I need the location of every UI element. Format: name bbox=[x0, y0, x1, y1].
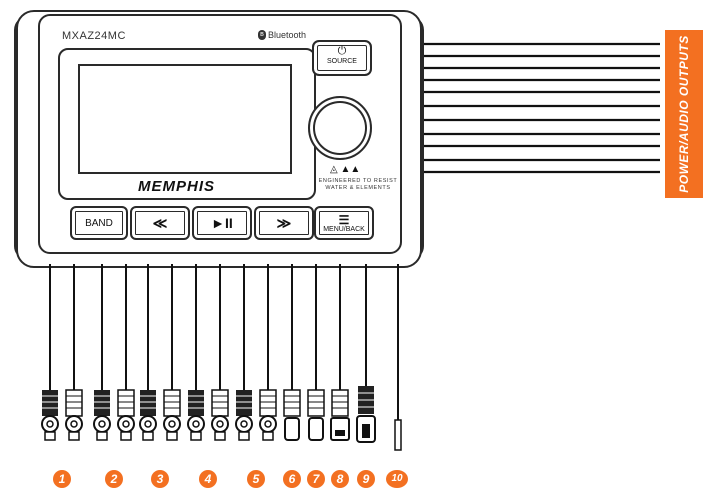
power-icon: ⏻ bbox=[337, 45, 347, 57]
fast-forward-icon: ≫ bbox=[276, 214, 292, 231]
connector-number-10: 10 bbox=[386, 470, 408, 488]
bluetooth-label: Bluetooth bbox=[268, 30, 307, 40]
connector-number-2: 2 bbox=[105, 470, 123, 488]
bluetooth-icon: ʙ bbox=[258, 30, 266, 40]
weather-resistant-icons: ◬ ▲▲ bbox=[330, 164, 360, 175]
source-button-label: SOURCE bbox=[327, 58, 357, 65]
engineered-text-line2: WATER & ELEMENTS bbox=[325, 185, 391, 191]
connector-number-6: 6 bbox=[283, 470, 301, 488]
rca-connector-white bbox=[211, 389, 229, 441]
connector-number-9: 9 bbox=[357, 470, 375, 488]
engineered-text: ENGINEERED TO RESIST WATER & ELEMENTS bbox=[318, 178, 398, 192]
rca-connector-black bbox=[93, 390, 111, 441]
connector-number-7: 7 bbox=[307, 470, 325, 488]
brand-logo: MEMPHIS bbox=[138, 178, 216, 195]
rca-connector-white bbox=[163, 389, 181, 441]
rca-connector-white bbox=[259, 389, 277, 441]
rca-connector-white bbox=[65, 389, 83, 441]
usb-connector-8 bbox=[330, 389, 350, 441]
rca-connector-black bbox=[235, 390, 253, 441]
antenna-connector-9 bbox=[356, 386, 376, 443]
single-connector-6 bbox=[283, 389, 301, 441]
menu-back-label: MENU/BACK bbox=[323, 225, 365, 233]
volume-knob[interactable] bbox=[308, 96, 372, 160]
display-screen bbox=[78, 64, 292, 174]
next-button[interactable]: ≫ bbox=[254, 206, 314, 240]
connector-number-8: 8 bbox=[331, 470, 349, 488]
connector-number-5: 5 bbox=[247, 470, 265, 488]
band-button[interactable]: BAND bbox=[70, 206, 128, 240]
bluetooth-logo: ʙ Bluetooth bbox=[258, 30, 306, 40]
source-button[interactable]: ⏻ SOURCE bbox=[312, 40, 372, 76]
water-drop-icon: ◬ bbox=[330, 164, 338, 175]
power-audio-outputs-label: POWER/AUDIO OUTPUTS bbox=[665, 30, 703, 198]
engineered-text-line1: ENGINEERED TO RESIST bbox=[318, 178, 398, 184]
connector-number-4: 4 bbox=[199, 470, 217, 488]
play-pause-icon: ►II bbox=[211, 215, 233, 231]
connector-number-3: 3 bbox=[151, 470, 169, 488]
play-pause-button[interactable]: ►II bbox=[192, 206, 252, 240]
menu-back-button[interactable]: ☰ MENU/BACK bbox=[314, 206, 374, 240]
menu-icon: ☰ bbox=[338, 212, 350, 227]
single-connector-7 bbox=[307, 389, 325, 441]
previous-button[interactable]: ≪ bbox=[130, 206, 190, 240]
rca-connector-black bbox=[187, 390, 205, 441]
band-button-label: BAND bbox=[85, 217, 113, 229]
mountain-icon: ▲▲ bbox=[340, 164, 361, 175]
rewind-icon: ≪ bbox=[152, 214, 168, 231]
rca-connector-black bbox=[139, 390, 157, 441]
rca-connector-white bbox=[117, 389, 135, 441]
connector-number-1: 1 bbox=[53, 470, 71, 488]
rca-connector-black bbox=[41, 390, 59, 441]
rca-connectors bbox=[41, 386, 402, 451]
model-number: MXAZ24MC bbox=[62, 30, 126, 42]
wire-lead-10 bbox=[394, 419, 402, 451]
